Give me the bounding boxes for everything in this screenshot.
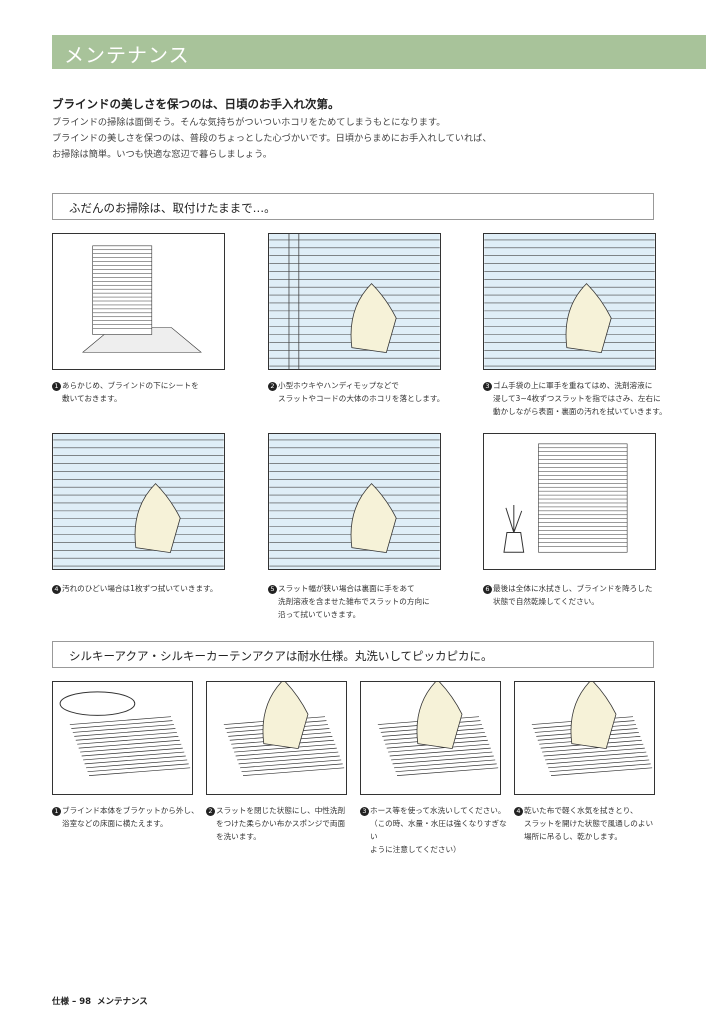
section2-title: シルキーアクア・シルキーカーテンアクアは耐水仕様。丸洗いしてピッカピカに。 xyxy=(69,649,493,663)
caption-line: 敷いておきます。 xyxy=(62,394,122,403)
caption-line: ゴム手袋の上に軍手を重ねてはめ、洗剤溶液に xyxy=(493,381,653,390)
caption-line: 浸して3~4枚ずつスラットを指ではさみ、左右に xyxy=(493,394,661,403)
step-number: 5 xyxy=(268,585,277,594)
footer-section: 仕様 xyxy=(52,997,70,1007)
caption-line: スラットを開けた状態で風通しのよい xyxy=(524,819,654,828)
intro-text: ブラインドの掃除は面倒そう。そんな気持ちがついついホコリをためてしまうもとになり… xyxy=(52,115,492,163)
step-number: 3 xyxy=(360,807,369,816)
page-number: 98 xyxy=(79,997,92,1007)
step-illustration xyxy=(268,433,441,570)
caption-line: をつけた柔らかい布かスポンジで両面 xyxy=(216,819,346,828)
section1-heading: ふだんのお掃除は、取付けたままで…。 xyxy=(52,193,654,220)
caption-line: ホース等を使って水洗いしてください。 xyxy=(370,806,506,815)
caption-line: を洗います。 xyxy=(216,832,261,841)
step-illustration xyxy=(483,433,656,570)
section2-heading: シルキーアクア・シルキーカーテンアクアは耐水仕様。丸洗いしてピッカピカに。 xyxy=(52,641,654,668)
intro-line: ブラインドの掃除は面倒そう。そんな気持ちがついついホコリをためてしまうもとになり… xyxy=(52,117,446,128)
caption-line: 動かしながら表面・裏面の汚れを拭いていきます。 xyxy=(493,407,667,416)
section1-title: ふだんのお掃除は、取付けたままで…。 xyxy=(69,201,276,215)
page-title: メンテナンス xyxy=(64,43,190,67)
caption-line: （この時、水量・水圧は強くなりすぎない xyxy=(370,819,507,841)
caption-line: 洗剤溶液を含ませた雑布でスラットの方向に xyxy=(278,597,430,606)
header-band: メンテナンス xyxy=(52,35,706,69)
step-illustration xyxy=(483,233,656,370)
caption-line: 沿って拭いていきます。 xyxy=(278,610,361,619)
step-illustration xyxy=(268,233,441,370)
caption-line: 小型ホウキやハンディモップなどで xyxy=(278,381,399,390)
wash-step-illustration xyxy=(360,681,501,795)
caption-line: 最後は全体に水拭きし、ブラインドを降ろした xyxy=(493,584,653,593)
caption-line: スラットを閉じた状態にし、中性洗剤 xyxy=(216,806,346,815)
step-number: 2 xyxy=(206,807,215,816)
step-illustration xyxy=(52,433,225,570)
step-number: 3 xyxy=(483,382,492,391)
footer-title: メンテナンス xyxy=(96,997,148,1007)
step-number: 4 xyxy=(52,585,61,594)
intro-line: お掃除は簡単。いつも快適な窓辺で暮らしましょう。 xyxy=(52,149,272,160)
caption-line: 場所に吊るし、乾かします。 xyxy=(524,832,622,841)
wash-step-illustration xyxy=(514,681,655,795)
step-number: 1 xyxy=(52,807,61,816)
caption-line: あらかじめ、ブラインドの下にシートを xyxy=(62,381,199,390)
caption-line: ように注意してください） xyxy=(370,845,461,854)
caption-line: 乾いた布で軽く水気を拭きとり、 xyxy=(524,806,638,815)
caption-line: 汚れのひどい場合は1枚ずつ拭いていきます。 xyxy=(62,584,218,593)
lead-heading: ブラインドの美しさを保つのは、日頃のお手入れ次第。 xyxy=(52,97,340,111)
wash-step-illustration xyxy=(52,681,193,795)
footer: 仕様 – 98 メンテナンス xyxy=(52,997,148,1007)
step-number: 4 xyxy=(514,807,523,816)
intro-line: ブラインドの美しさを保つのは、普段のちょっとした心づかいです。日頃からまめにお手… xyxy=(52,133,492,144)
caption-line: ブラインド本体をブラケットから外し、 xyxy=(62,806,199,815)
caption-line: 状態で自然乾燥してください。 xyxy=(493,597,599,606)
step-illustration xyxy=(52,233,225,370)
step-number: 2 xyxy=(268,382,277,391)
caption-line: 浴室などの床面に横たえます。 xyxy=(62,819,168,828)
step-number: 1 xyxy=(52,382,61,391)
caption-line: スラットやコードの大体のホコリを落とします。 xyxy=(278,394,445,403)
caption-line: スラット幅が狭い場合は裏面に手をあて xyxy=(278,584,415,593)
wash-step-illustration xyxy=(206,681,347,795)
step-number: 6 xyxy=(483,585,492,594)
